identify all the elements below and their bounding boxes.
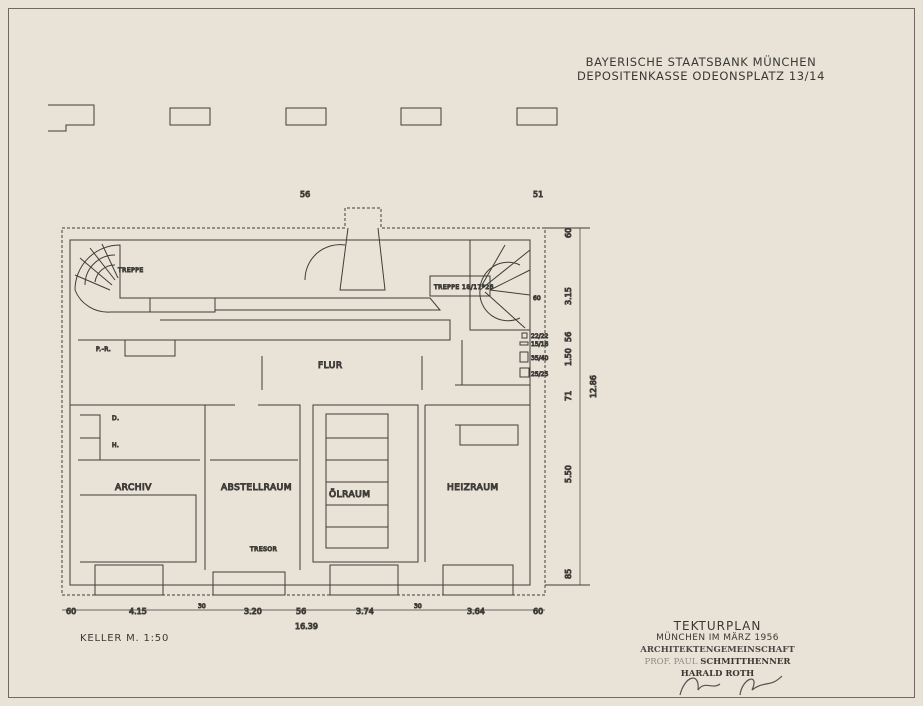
dim-top: 56	[300, 190, 310, 199]
dim-right: 3.15	[564, 287, 573, 305]
title-block-firm: ARCHITEKTENGEMEINSCHAFT	[640, 645, 795, 655]
opening-label: 35/40	[531, 355, 548, 362]
drawing-header: BAYERISCHE STAATSBANK MÜNCHEN DEPOSITENK…	[577, 55, 825, 83]
title-block: TEKTURPLAN MÜNCHEN IM MÄRZ 1956 ARCHITEK…	[630, 620, 805, 680]
dim-right: 85	[564, 569, 573, 579]
signature	[679, 675, 783, 696]
stair-note: 60	[533, 295, 541, 302]
room-label-tresor: TRESOR	[249, 546, 277, 553]
scale-label: KELLER M. 1:50	[80, 633, 170, 644]
dim-bottom: 30	[198, 603, 206, 610]
dim-bottom: 30	[414, 603, 422, 610]
dim-right: 71	[564, 391, 573, 401]
title-block-partner: HARALD ROTH	[680, 669, 755, 679]
dim-bottom: 60	[66, 607, 76, 616]
room-label-olraum: ÖLRAUM	[329, 489, 371, 500]
upper-window-outlines	[48, 104, 558, 132]
dim-bottom: 60	[533, 607, 543, 616]
dimension-lines	[62, 228, 581, 611]
professor-prefix: PROF. PAUL	[644, 657, 698, 667]
room-label-treppe-right: TREPPE 18/17*26	[433, 284, 494, 291]
room-label-h: H.	[112, 442, 119, 449]
dim-right: 1.50	[564, 348, 573, 366]
room-label-archiv: ARCHIV	[115, 483, 152, 493]
dim-right: 56	[564, 332, 573, 342]
window-wells	[94, 564, 514, 596]
dim-bottom: 4.15	[129, 607, 147, 616]
dim-right: 60	[564, 228, 573, 238]
header-line-1: BAYERISCHE STAATSBANK MÜNCHEN	[585, 55, 817, 69]
room-label-heizraum: HEIZRAUM	[447, 483, 499, 493]
opening-markers	[519, 332, 530, 378]
dim-bottom: 3.74	[356, 607, 374, 616]
right-dimensions: 60 3.15 56 1.50 71 12.86 5.50 85	[564, 227, 599, 579]
title-block-professor: PROF. PAUL SCHMITTHENNER	[630, 656, 805, 668]
dim-bottom-total: 16.39	[295, 622, 318, 631]
dim-right: 5.50	[564, 465, 573, 483]
dim-bottom: 3.20	[244, 607, 262, 616]
dim-bottom: 56	[296, 607, 306, 616]
title-block-title: TEKTURPLAN	[673, 619, 762, 633]
opening-label: 15/16	[531, 341, 548, 348]
dim-top: 51	[533, 190, 543, 199]
left-staircase	[74, 243, 216, 313]
drawing-frame	[8, 8, 915, 698]
opening-label: 25/25	[531, 371, 548, 378]
professor-name: SCHMITTHENNER	[700, 657, 791, 667]
room-label-treppe-left: TREPPE	[117, 267, 144, 274]
room-label-d: D.	[112, 415, 120, 422]
central-shaft	[160, 227, 451, 341]
dim-bottom: 3.64	[467, 607, 485, 616]
header-line-2: DEPOSITENKASSE ODEONSPLATZ 13/14	[576, 69, 825, 83]
room-label-abstellraum: ABSTELLRAUM	[221, 483, 292, 493]
opening-label: 22/22	[531, 333, 548, 340]
interior-walls	[70, 339, 530, 570]
title-block-place-date: MÜNCHEN IM MÄRZ 1956	[656, 633, 779, 643]
dim-right-total: 12.86	[589, 375, 598, 398]
room-label-flur: FLUR	[318, 361, 343, 371]
room-label-pr: P.-R.	[96, 346, 111, 353]
right-staircase	[429, 239, 531, 331]
